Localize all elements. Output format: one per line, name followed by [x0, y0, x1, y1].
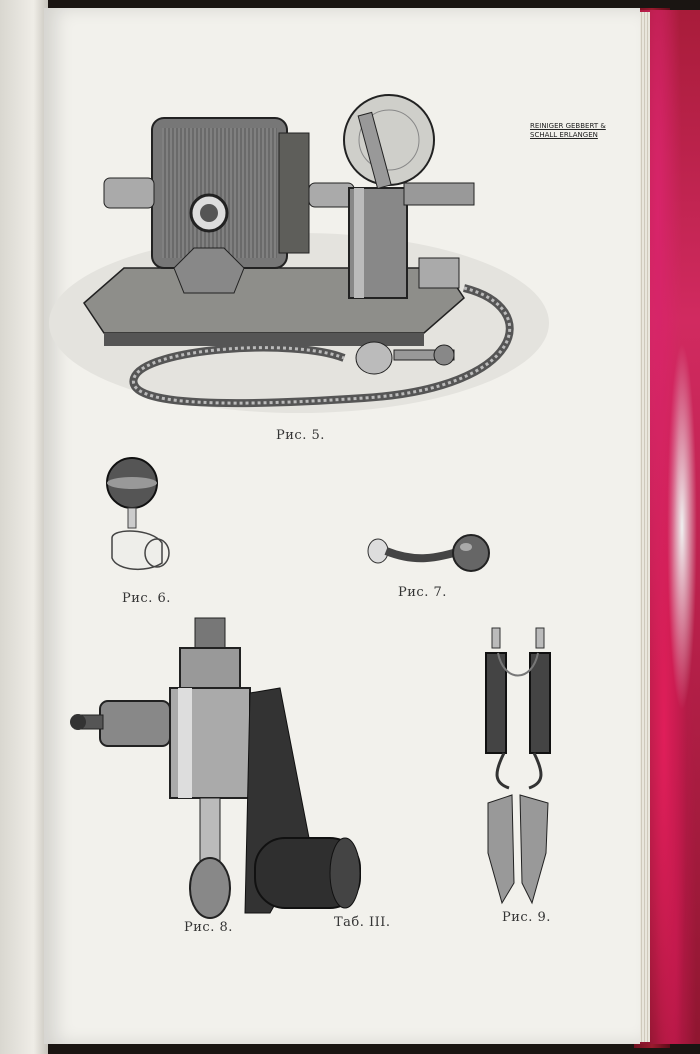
figure-9-electrodes: [485, 627, 551, 905]
left-page-edge: [0, 0, 48, 1054]
caption-fig-7: Рис. 7.: [398, 585, 447, 600]
figure-5-apparatus: [49, 94, 549, 413]
marbled-page-edge: [640, 10, 700, 1044]
maker-stamp: REINIGER GEBBERT & SCHALL ERLANGEN: [530, 122, 606, 140]
caption-fig-9: Рис. 9.: [502, 910, 551, 925]
caption-fig-6: Рис. 6.: [122, 591, 171, 606]
caption-fig-8: Рис. 8.: [184, 920, 233, 935]
caption-table: Таб. III.: [334, 915, 391, 930]
book-page: REINIGER GEBBERT & SCHALL ERLANGEN Рис. …: [44, 8, 640, 1044]
caption-fig-5: Рис. 5.: [276, 428, 325, 443]
figure-6-bulb: [106, 457, 170, 570]
maker-stamp-line-2: SCHALL ERLANGEN: [530, 131, 598, 139]
maker-stamp-line-1: REINIGER GEBBERT &: [530, 122, 606, 130]
figure-7-tube: [367, 534, 490, 572]
figure-8-motor-head: [70, 617, 361, 919]
